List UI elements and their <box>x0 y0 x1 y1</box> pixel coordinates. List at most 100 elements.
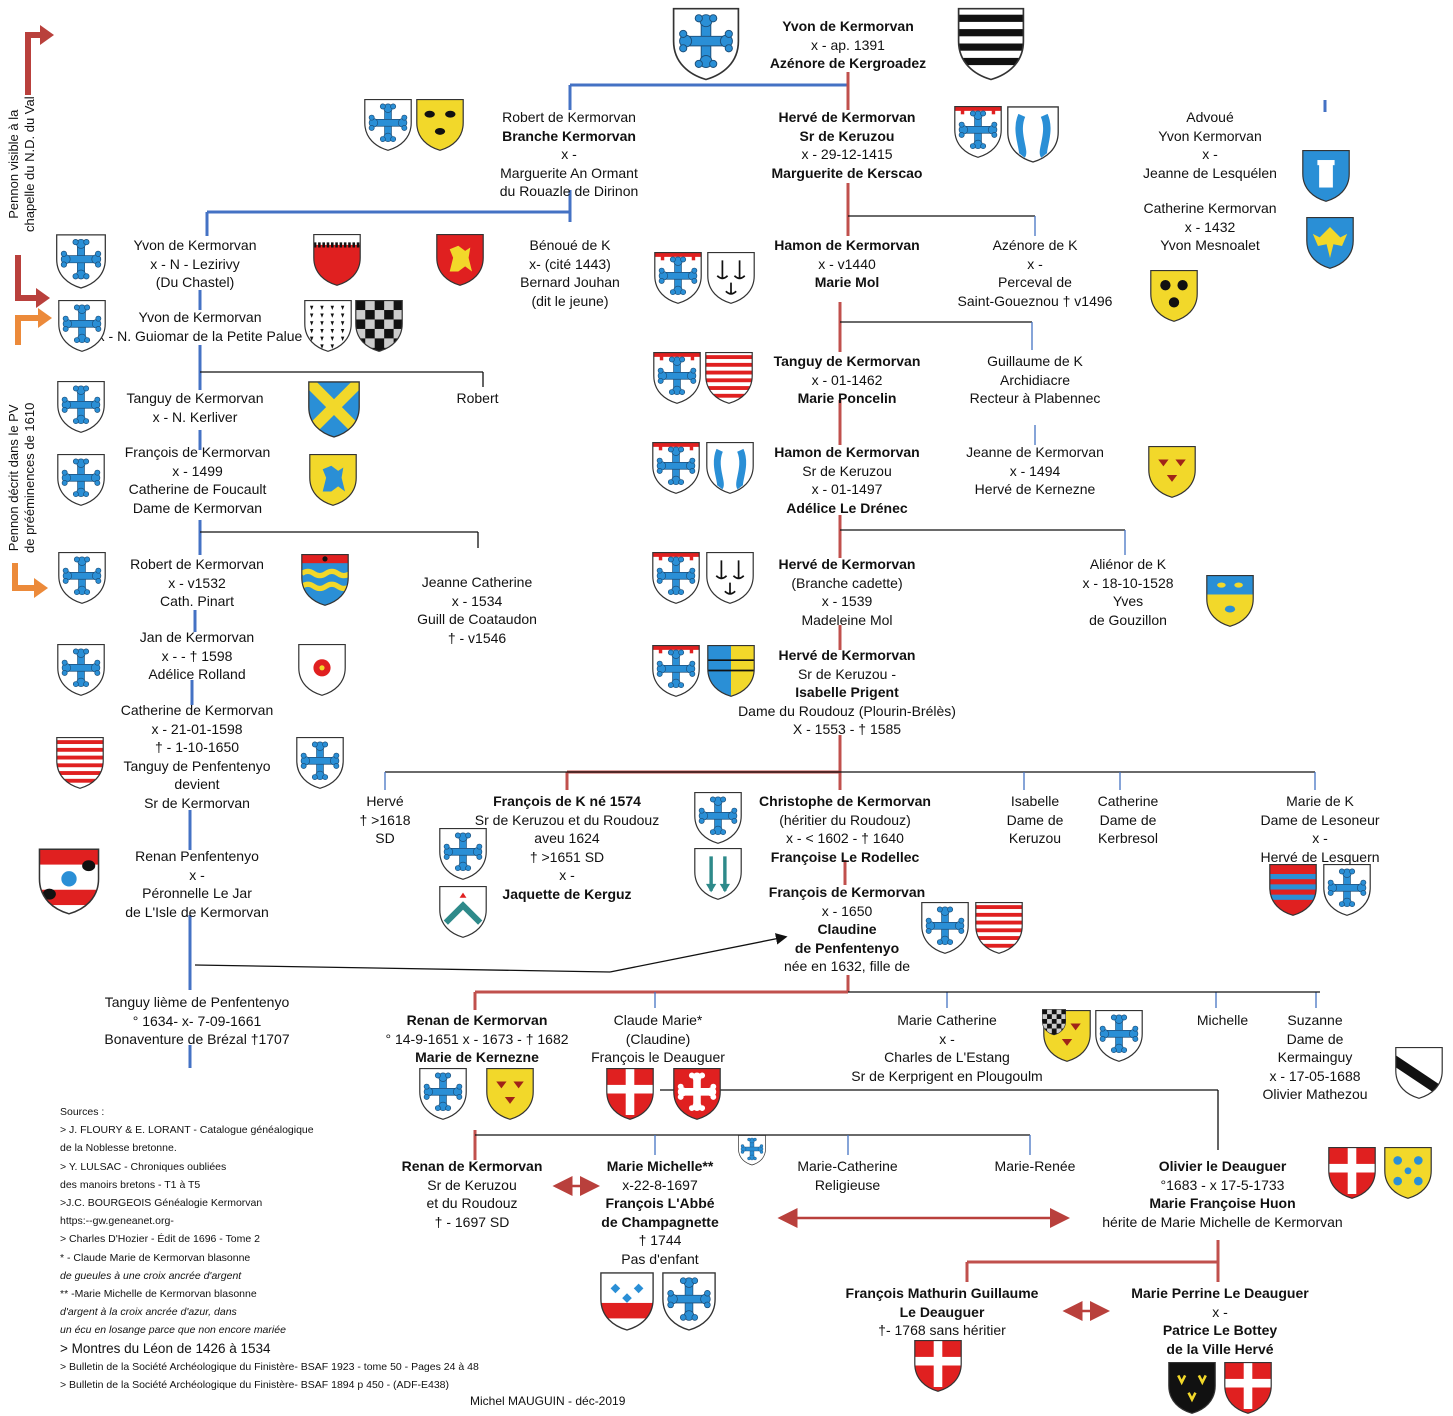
sources-block: Sources : > J. FLOURY & E. LORANT - Cata… <box>60 1106 479 1392</box>
shield-kermorvan-marie <box>1321 862 1373 917</box>
shield-lesquern <box>1267 862 1319 917</box>
shield-drenec-fish <box>704 440 756 495</box>
shield-francois-k <box>437 826 489 881</box>
shield-keruzou-herve <box>650 550 702 605</box>
shield-abbe-champagnette <box>598 1270 656 1332</box>
shield-kermorvan-robert2 <box>56 550 108 605</box>
author-signature: Michel MAUGUIN - déc-2019 <box>470 1394 626 1408</box>
shield-deauguer-olivier <box>1326 1145 1378 1200</box>
person-herve-1539: Hervé de Kermorvan(Branche cadette)x - 1… <box>778 556 916 628</box>
shield-huon-gold <box>1382 1145 1434 1200</box>
shield-keruzou-label <box>952 104 1004 159</box>
shield-deauguer-claude <box>604 1066 656 1121</box>
shield-mol-anchors <box>705 250 757 305</box>
shield-keruzou-tanguy <box>651 350 703 405</box>
shield-kermorvan-francois <box>55 452 107 507</box>
person-tanguy-ii: Tanguy lième de Penfentenyo° 1634- x- 7-… <box>104 994 290 1047</box>
shield-kermorvan-yvon2 <box>54 232 108 290</box>
shield-lesquelen-tower <box>1300 148 1352 203</box>
shield-foucault-lion <box>307 452 359 507</box>
shield-marie-michelle-k <box>660 1270 718 1332</box>
shield-jouhan-lion <box>434 232 486 287</box>
person-claude-marie: Claude Marie*(Claudine)François le Deaug… <box>591 1012 725 1065</box>
shield-keruzou-hamon2 <box>650 440 702 495</box>
person-robert-solo: Robert <box>456 390 499 406</box>
shield-mesnoalet-eagle <box>1304 215 1356 270</box>
shield-kermorvan-yvon3 <box>56 298 108 353</box>
shield-pinart-waves <box>299 552 351 607</box>
shield-marie-cath-k <box>1093 1008 1145 1063</box>
shield-rodellec-arrows <box>692 846 744 901</box>
person-renan-1673: Renan de Kermorvan° 14-9-1651 x - 1673 -… <box>385 1012 569 1065</box>
shield-mol-anchors2 <box>704 550 756 605</box>
shield-keruzou-hamon <box>652 250 704 305</box>
shield-kermorvan-catherine <box>294 735 346 790</box>
shield-poncelin-bars <box>703 350 755 405</box>
shield-renan-penfentenyo <box>36 846 102 916</box>
shield-kernezne-cups <box>1146 444 1198 499</box>
shield-prigent-party <box>705 643 757 698</box>
shield-kerscao-fish <box>1005 104 1061 164</box>
shield-mathezou-bend <box>1393 1045 1445 1100</box>
shield-gouzillon-ducks <box>1204 573 1256 628</box>
shield-saint-goueznou <box>1148 268 1200 323</box>
shield-kergroadez <box>955 5 1027 82</box>
shield-ormant-birds <box>414 97 466 152</box>
shield-deauguer-marie <box>1222 1360 1274 1415</box>
shield-francois-k2 <box>919 900 971 955</box>
shield-deauguer-francois <box>912 1338 964 1393</box>
shield-claude-red-cross <box>671 1066 723 1121</box>
shield-le-bottey-sable <box>1166 1360 1218 1415</box>
shield-kermorvan-robert <box>362 97 414 152</box>
shield-lezirivy <box>311 232 363 287</box>
shield-christophe-k <box>692 790 744 845</box>
shield-renan-k <box>417 1066 469 1121</box>
shield-kermorvan-yvon <box>670 5 742 82</box>
shield-kerliver-saltire <box>306 379 362 439</box>
shield-penfentenyo-bars2 <box>973 900 1025 955</box>
shield-palue-checky <box>353 298 405 353</box>
shield-kernezne-cups2 <box>484 1066 536 1121</box>
shield-guiomar-ermine <box>302 298 354 353</box>
person-michelle: Michelle <box>1196 1012 1249 1028</box>
person-marie-renee: Marie-Renée <box>994 1158 1076 1174</box>
shield-kermorvan-tanguy <box>55 379 107 434</box>
shield-penfentenyo-bars <box>54 735 106 790</box>
shield-kerguz-chevron <box>437 884 489 939</box>
